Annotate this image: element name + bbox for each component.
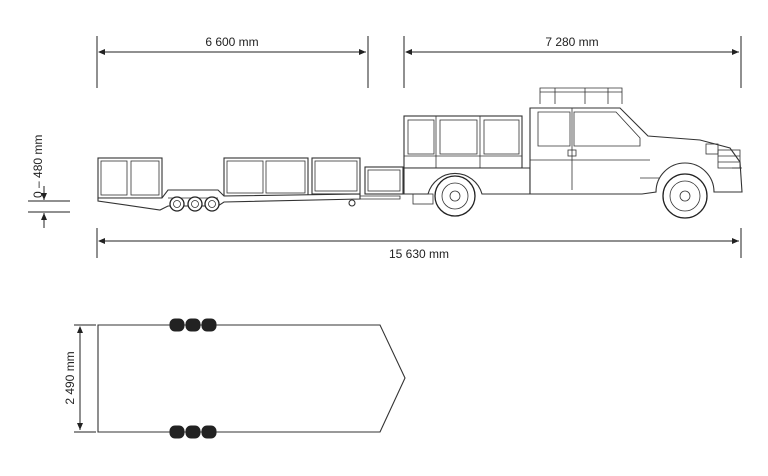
truck-length-dimension: 7 280 mm <box>403 35 742 88</box>
total-length-label: 15 630 mm <box>389 247 449 261</box>
truck-wheels <box>434 173 708 219</box>
top-view-wheels-lower <box>169 425 217 439</box>
total-length-dimension: 15 630 mm <box>96 228 742 261</box>
trailer-wheels <box>169 196 220 212</box>
truck-side-view <box>403 87 743 219</box>
trailer-side-view <box>97 157 404 212</box>
width-label: 2 490 mm <box>63 351 77 404</box>
top-view-wheels-upper <box>169 318 217 332</box>
height-label: 0 – 480 mm <box>31 135 45 198</box>
height-dimension: 0 – 480 mm <box>28 135 70 228</box>
truck-length-label: 7 280 mm <box>545 35 598 49</box>
trailer-length-label: 6 600 mm <box>205 35 258 49</box>
trailer-top-view <box>97 318 406 439</box>
trailer-length-dimension: 6 600 mm <box>96 35 369 88</box>
width-dimension: 2 490 mm <box>63 324 96 433</box>
